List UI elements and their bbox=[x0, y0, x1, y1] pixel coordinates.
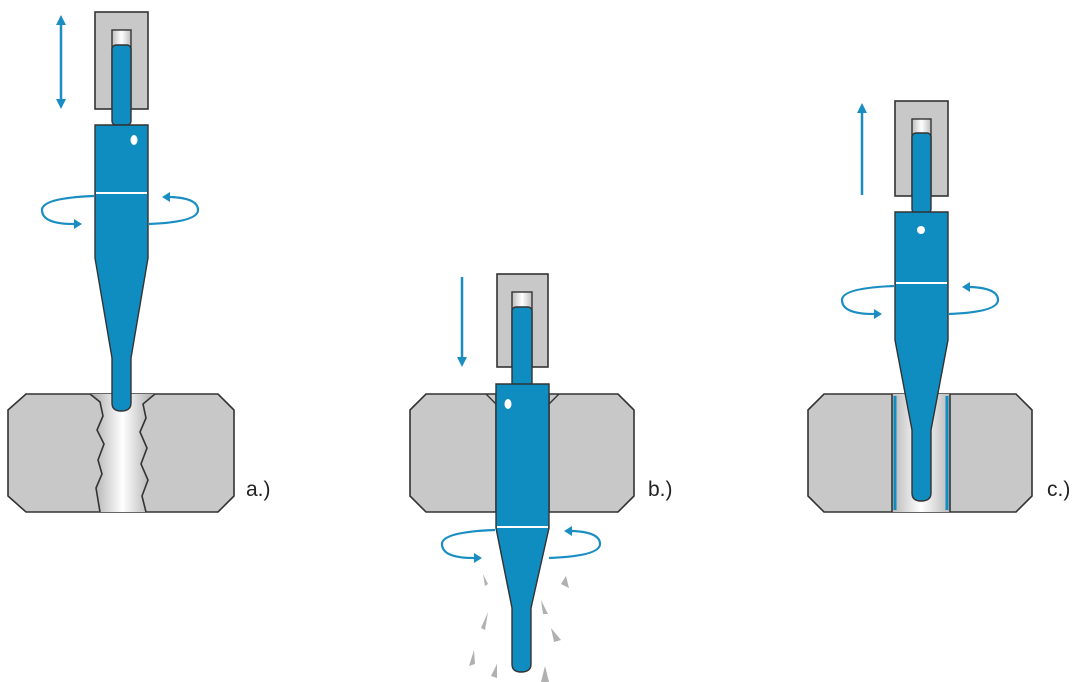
honing-tool-a bbox=[94, 44, 149, 412]
panel-a bbox=[7, 11, 235, 513]
panel-label-b: b.) bbox=[648, 478, 673, 501]
honing-chips bbox=[469, 574, 569, 682]
rotation-arrow-a bbox=[40, 192, 200, 229]
honing-tool-b bbox=[485, 306, 560, 673]
rotation-arrow-b bbox=[440, 526, 602, 563]
honing-tool-c bbox=[894, 132, 949, 502]
panel-label-c: c.) bbox=[1047, 478, 1071, 501]
rotation-arrow-c bbox=[840, 282, 1000, 319]
panel-label-a: a.) bbox=[246, 478, 271, 501]
workpiece-block-a bbox=[7, 393, 235, 513]
panel-c bbox=[807, 100, 1033, 513]
panel-b bbox=[409, 273, 635, 682]
